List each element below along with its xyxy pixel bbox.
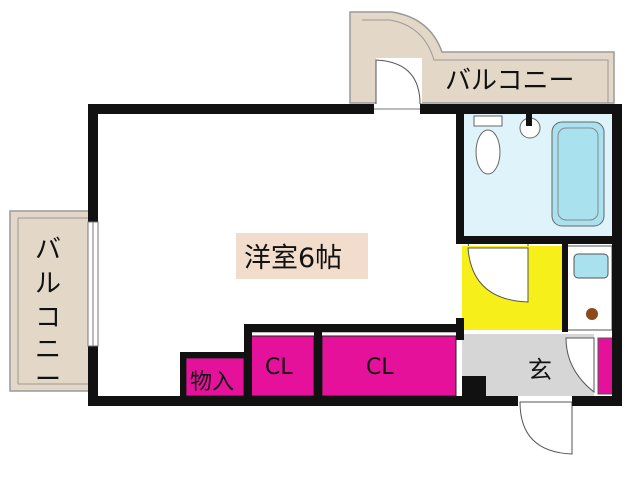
wall-closet-left (244, 324, 252, 398)
wall-entrance-step (462, 376, 486, 396)
balcony-top: バルコニー (349, 11, 615, 105)
entrance-shoe-cabinet (597, 337, 613, 395)
wall-bottom-right (572, 396, 622, 406)
stove-icon (586, 308, 598, 320)
toilet-tank-icon (473, 115, 503, 127)
balcony-door-swing-icon (375, 59, 421, 105)
kitchen (462, 245, 613, 331)
closet-1 (249, 335, 315, 397)
western-room-label-bg (236, 233, 368, 279)
wall-left-lower (88, 346, 98, 404)
balcony-left-char: ー (35, 365, 61, 395)
toilet-bowl-icon (475, 129, 501, 175)
western-room-label: 洋室6帖 (244, 243, 342, 274)
wall-storage-top (180, 352, 250, 358)
wall-bath-kitchen (456, 236, 622, 244)
closet-1-label: CL (265, 355, 293, 380)
balcony-top-inner-wall (362, 19, 609, 103)
wall-top-right (420, 104, 622, 114)
wall-closet-top (244, 324, 464, 332)
kitchen-sink-icon (573, 253, 609, 279)
balcony-left-char: コ (35, 303, 61, 333)
bathtub-basin-icon (557, 127, 599, 221)
balcony-left-fill (9, 210, 93, 392)
wall-right (612, 104, 622, 406)
closet-2-label: CL (366, 355, 394, 380)
wall-left-upper (88, 104, 98, 222)
closet-2 (321, 335, 457, 397)
wall-top (88, 104, 374, 114)
balcony-left-char: バ (35, 235, 61, 265)
front-door-swing-icon (519, 401, 573, 455)
entrance-label: 玄 (528, 356, 552, 384)
walls (88, 104, 622, 406)
wall-pillar-bath (526, 112, 532, 126)
kitchen-door-swing-icon (467, 247, 529, 303)
entrance-inner-door-icon (565, 337, 595, 394)
wall-room-divider (456, 104, 464, 238)
balcony-left: バ ル コ ニ ー (9, 210, 93, 395)
wall-bottom (88, 396, 518, 406)
balcony-left-char: ル (35, 269, 61, 299)
balcony-top-label: バルコニー (445, 66, 574, 96)
wall-closet-divider (314, 324, 322, 398)
wall-kitchen-counter (562, 244, 568, 332)
storage-label: 物入 (190, 370, 234, 395)
balcony-left-char: ニ (35, 335, 61, 365)
wall-storage-left (180, 352, 186, 398)
